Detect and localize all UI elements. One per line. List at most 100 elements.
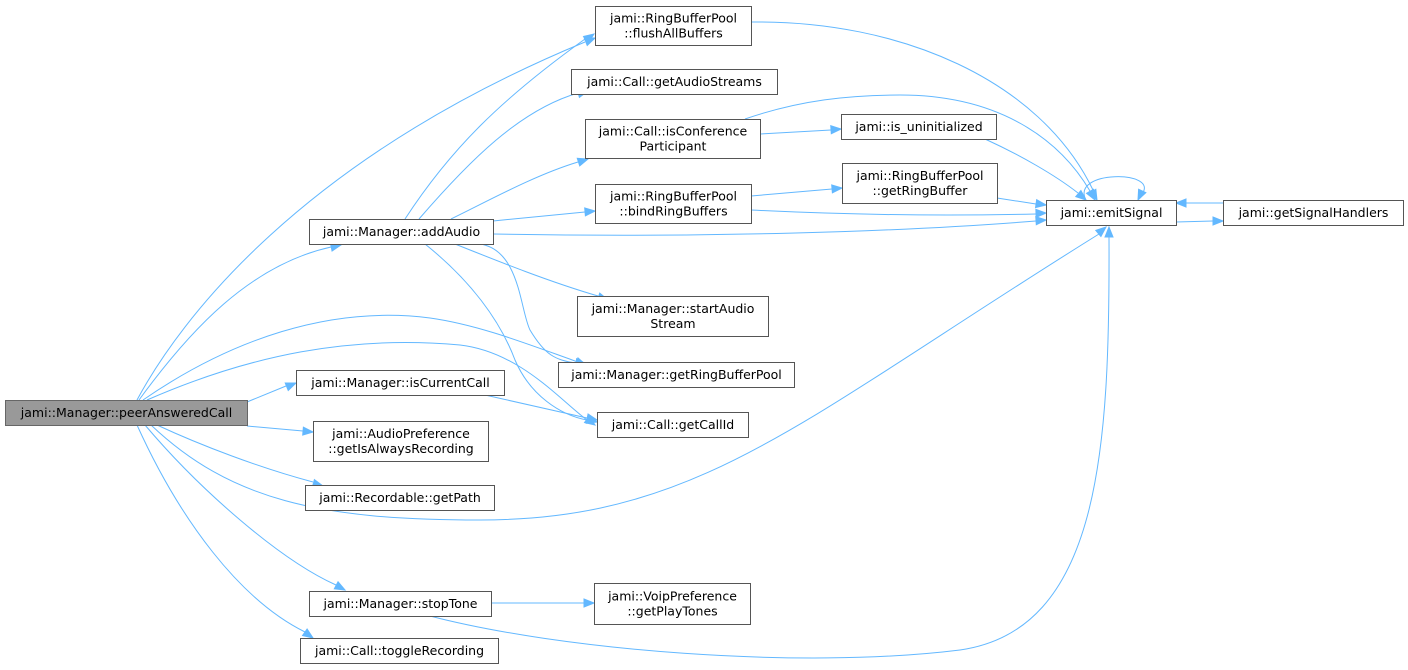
- arrowhead: [1104, 225, 1114, 238]
- node-getCallId[interactable]: jami::Call::getCallId: [597, 412, 749, 438]
- node-emitSignal[interactable]: jami::emitSignal: [1046, 200, 1177, 226]
- arrowhead: [333, 580, 347, 591]
- node-getSignalHandlers[interactable]: jami::getSignalHandlers: [1223, 200, 1404, 226]
- node-box[interactable]: [558, 362, 795, 388]
- nodes-layer: jami::Manager::peerAnsweredCalljami::Man…: [5, 6, 1404, 664]
- edge-addAudio-to-getAudioStreams: [418, 89, 590, 220]
- node-label: jami::Recordable::getPath: [318, 490, 481, 505]
- node-toggleRecording[interactable]: jami::Call::toggleRecording: [300, 638, 499, 664]
- arrowhead: [1094, 226, 1108, 238]
- node-label: jami::Call::getCallId: [611, 417, 734, 432]
- node-label: ::flushAllBuffers: [624, 26, 723, 41]
- arrowhead: [1137, 188, 1147, 202]
- node-label: ::getPlayTones: [627, 604, 717, 619]
- edge-isConferenceParticipant-to-emitSignal: [744, 94, 1096, 202]
- edge-peerAnsweredCall-to-isCurrentCall: [246, 382, 298, 403]
- edge-line: [744, 94, 1091, 192]
- node-box[interactable]: [1223, 200, 1404, 226]
- node-box[interactable]: [296, 370, 505, 396]
- edge-line: [246, 385, 287, 403]
- arrowhead: [1034, 198, 1048, 209]
- edge-line: [136, 41, 586, 401]
- node-box[interactable]: [5, 400, 248, 426]
- node-is_uninitialized[interactable]: jami::is_uninitialized: [841, 114, 997, 140]
- edge-stopTone-to-emitSignal: [429, 225, 1114, 659]
- node-box[interactable]: [595, 184, 752, 224]
- node-stopTone[interactable]: jami::Manager::stopTone: [309, 591, 492, 617]
- edge-line: [479, 243, 577, 364]
- edge-getSignalHandlers-to-emitSignal: [1174, 198, 1223, 208]
- node-label: jami::getSignalHandlers: [1238, 205, 1389, 220]
- arrowhead: [1035, 216, 1048, 226]
- arrowhead: [576, 157, 590, 167]
- edge-getRingBuffer-to-emitSignal: [996, 197, 1048, 209]
- node-box[interactable]: [1046, 200, 1177, 226]
- node-label: jami::RingBufferPool: [609, 11, 737, 26]
- edge-line: [996, 197, 1037, 205]
- arrowhead: [830, 125, 843, 135]
- arrowhead: [584, 207, 597, 217]
- node-getAudioStreams[interactable]: jami::Call::getAudioStreams: [571, 69, 778, 95]
- edge-line: [142, 314, 579, 401]
- node-getPath[interactable]: jami::Recordable::getPath: [305, 485, 495, 511]
- edge-addAudio-to-bindRingBuffers: [492, 207, 597, 222]
- node-box[interactable]: [313, 421, 489, 462]
- node-bindRingBuffers[interactable]: jami::RingBufferPool::bindRingBuffers: [595, 184, 752, 224]
- arrowhead: [1174, 198, 1187, 208]
- node-label: Stream: [650, 316, 695, 331]
- node-box[interactable]: [594, 583, 751, 625]
- node-box[interactable]: [305, 485, 495, 511]
- node-addAudio[interactable]: jami::Manager::addAudio: [309, 219, 494, 245]
- edge-peerAnsweredCall-to-toggleRecording: [136, 424, 315, 639]
- edge-bindRingBuffers-to-getRingBuffer: [750, 184, 844, 197]
- arrowhead: [1074, 189, 1088, 201]
- arrowhead: [284, 382, 298, 392]
- arrowhead: [1085, 188, 1096, 202]
- arrowhead: [301, 628, 315, 639]
- node-box[interactable]: [842, 163, 998, 204]
- node-box[interactable]: [309, 219, 494, 245]
- node-box[interactable]: [585, 119, 761, 159]
- arrowhead: [831, 184, 844, 194]
- node-label: jami::is_uninitialized: [854, 119, 982, 134]
- node-box[interactable]: [309, 591, 492, 617]
- node-getPlayTones[interactable]: jami::VoipPreference::getPlayTones: [594, 583, 751, 625]
- arrowhead: [585, 413, 599, 423]
- edge-is_uninitialized-to-emitSignal: [984, 138, 1088, 201]
- edge-line: [418, 92, 579, 220]
- edge-line: [750, 188, 833, 197]
- node-box[interactable]: [595, 6, 752, 46]
- node-label: Participant: [640, 139, 707, 154]
- edges-layer: [136, 21, 1225, 659]
- node-peerAnsweredCall[interactable]: jami::Manager::peerAnsweredCall: [5, 400, 248, 426]
- node-label: jami::Call::getAudioStreams: [586, 74, 762, 89]
- arrowhead: [583, 598, 596, 608]
- edge-addAudio-to-flushAllBuffers: [404, 33, 596, 220]
- node-label: jami::Call::toggleRecording: [314, 643, 484, 658]
- node-box[interactable]: [571, 69, 778, 95]
- node-getIsAlwaysRecording[interactable]: jami::AudioPreference::getIsAlwaysRecord…: [313, 421, 489, 462]
- node-box[interactable]: [597, 412, 749, 438]
- edge-line: [750, 21, 1094, 191]
- node-isCurrentCall[interactable]: jami::Manager::isCurrentCall: [296, 370, 505, 396]
- node-label: jami::Manager::stopTone: [323, 596, 478, 611]
- node-label: jami::AudioPreference: [331, 426, 470, 441]
- node-box[interactable]: [300, 638, 499, 664]
- node-box[interactable]: [841, 114, 997, 140]
- node-getRingBuffer[interactable]: jami::RingBufferPool::getRingBuffer: [842, 163, 998, 204]
- node-flushAllBuffers[interactable]: jami::RingBufferPool::flushAllBuffers: [595, 6, 752, 46]
- edge-addAudio-to-startAudioStream: [454, 243, 610, 302]
- node-getRingBufferPool[interactable]: jami::Manager::getRingBufferPool: [558, 362, 795, 388]
- node-label: jami::emitSignal: [1060, 205, 1163, 220]
- node-label: jami::Manager::addAudio: [322, 224, 480, 239]
- edge-line: [138, 246, 332, 401]
- edge-peerAnsweredCall-to-getPath: [156, 424, 325, 488]
- node-label: jami::Manager::getRingBufferPool: [570, 367, 782, 382]
- edge-addAudio-to-getRingBufferPool: [479, 243, 588, 368]
- arrowhead: [302, 426, 315, 436]
- arrowhead: [1212, 216, 1225, 226]
- node-label: jami::Manager::peerAnsweredCall: [20, 405, 232, 420]
- node-box[interactable]: [577, 296, 769, 337]
